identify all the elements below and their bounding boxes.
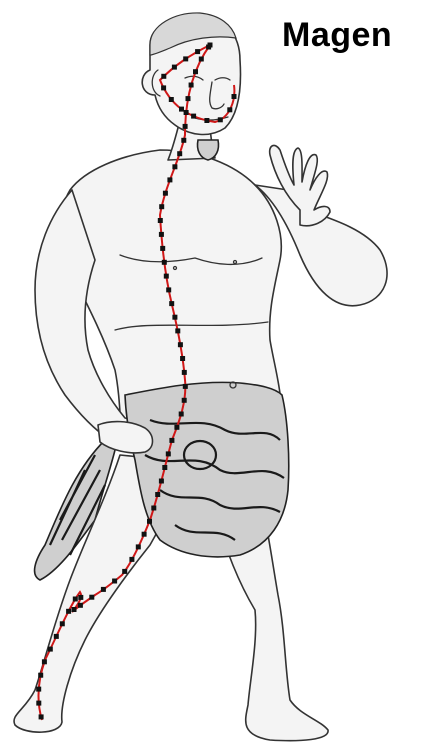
acupoint-marker	[206, 45, 211, 50]
acupoint-marker	[178, 342, 183, 347]
acupoint-marker	[172, 315, 177, 320]
acupoint-marker	[183, 384, 188, 389]
acupoint-marker	[42, 659, 47, 664]
acupoint-marker	[162, 465, 167, 470]
acupoint-marker	[101, 587, 106, 592]
acupoint-marker	[89, 595, 94, 600]
acupoint-marker	[199, 57, 204, 62]
acupoint-marker	[78, 595, 83, 600]
acupoint-marker	[72, 607, 77, 612]
acupoint-marker	[183, 56, 188, 61]
figure-title: Magen	[282, 16, 392, 55]
acupoint-marker	[180, 356, 185, 361]
acupoint-marker	[163, 191, 168, 196]
acupoint-marker	[179, 412, 184, 417]
acupoint-marker	[169, 438, 174, 443]
acupoint-marker	[78, 603, 83, 608]
acupoint-marker	[191, 114, 196, 119]
acupoint-marker	[122, 569, 127, 574]
acupoint-marker	[155, 492, 160, 497]
acupoint-marker	[159, 204, 164, 209]
acupoint-marker	[169, 97, 174, 102]
acupoint-marker	[158, 218, 163, 223]
acupoint-marker	[159, 479, 164, 484]
acupoint-marker	[167, 177, 172, 182]
acupoint-marker	[136, 544, 141, 549]
acupoint-marker	[204, 118, 209, 123]
acupoint-marker	[162, 260, 167, 265]
acupoint-marker	[60, 621, 65, 626]
acupoint-marker	[66, 609, 71, 614]
acupoint-marker	[193, 69, 198, 74]
acupoint-marker	[160, 246, 165, 251]
acupoint-marker	[36, 701, 41, 706]
acupoint-marker	[151, 506, 156, 511]
acupoint-marker	[166, 287, 171, 292]
acupoint-marker	[54, 634, 59, 639]
acupoint-marker	[159, 232, 164, 237]
acupoint-marker	[129, 557, 134, 562]
acupoint-marker	[177, 151, 182, 156]
acupoint-marker	[181, 138, 186, 143]
acupoint-marker	[142, 532, 147, 537]
acupoint-marker	[227, 107, 232, 112]
acupoint-marker	[172, 164, 177, 169]
acupoint-marker	[172, 65, 177, 70]
acupoint-marker	[232, 94, 237, 99]
acupoint-marker	[147, 519, 152, 524]
acupoint-marker	[48, 647, 53, 652]
acupoint-marker	[161, 74, 166, 79]
acupoint-marker	[179, 107, 184, 112]
acupoint-marker	[36, 687, 41, 692]
acupoint-marker	[73, 597, 78, 602]
acupoint-marker	[169, 301, 174, 306]
acupoint-marker	[112, 579, 117, 584]
acupoint-marker	[195, 49, 200, 54]
acupoint-marker	[175, 328, 180, 333]
acupoint-marker	[186, 96, 191, 101]
acupoint-marker	[39, 714, 44, 719]
acupoint-marker	[189, 83, 194, 88]
acupoint-marker	[174, 425, 179, 430]
acupoint-marker	[164, 274, 169, 279]
raised-hand	[270, 145, 330, 225]
acupoint-marker	[166, 451, 171, 456]
acupoint-marker	[161, 85, 166, 90]
acupoint-marker	[182, 370, 187, 375]
acupoint-marker	[38, 673, 43, 678]
acupoint-marker	[182, 398, 187, 403]
acupoint-marker	[218, 117, 223, 122]
acupoint-marker	[183, 124, 188, 129]
acupoint-marker	[184, 110, 189, 115]
